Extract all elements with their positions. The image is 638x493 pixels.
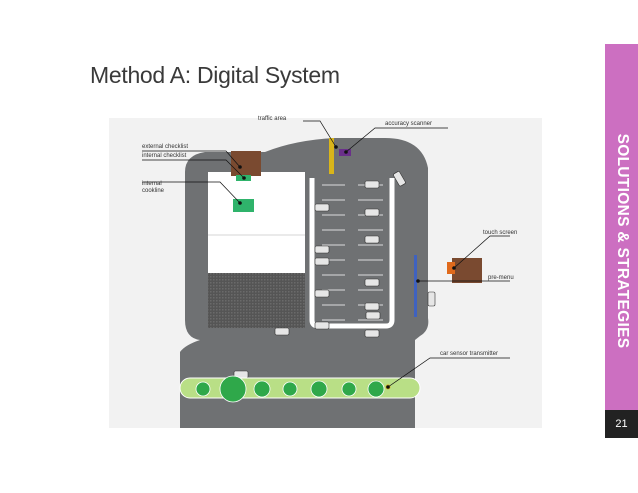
traffic-area-marker (329, 138, 334, 174)
label-internal-cookline: internal cookline (142, 181, 164, 195)
touch-screen-marker (447, 262, 455, 274)
section-band: SOLUTIONS & STRATEGIES (605, 44, 638, 438)
building-roof (208, 273, 305, 328)
leader-dots (238, 145, 456, 389)
label-traffic-area: traffic area (258, 116, 287, 122)
label-car-sensor-transmitter: car sensor transmitter (440, 351, 499, 357)
cookline-marker (233, 199, 254, 212)
label-external-checklist: external checklist (142, 144, 189, 150)
label-accuracy-scanner: accuracy scanner (385, 121, 433, 127)
parking-stalls (322, 184, 383, 321)
page-number: 21 (605, 410, 638, 438)
label-touch-screen: touch screen (483, 230, 518, 236)
external-checklist-pad (231, 151, 261, 176)
pre-menu-marker (414, 255, 417, 317)
label-internal-cookline-line1: internal (142, 181, 162, 187)
leader-lines (142, 120, 510, 388)
slide-title: Method A: Digital System (90, 62, 340, 88)
section-label: SOLUTIONS & STRATEGIES (613, 133, 631, 349)
parking-island (309, 178, 395, 329)
label-internal-checklist: internal checklist (142, 153, 187, 159)
touch-screen-pad (452, 258, 482, 283)
trees (195, 375, 385, 403)
label-pre-menu: pre-menu (488, 275, 514, 281)
label-internal-cookline-line2: cookline (142, 188, 165, 194)
